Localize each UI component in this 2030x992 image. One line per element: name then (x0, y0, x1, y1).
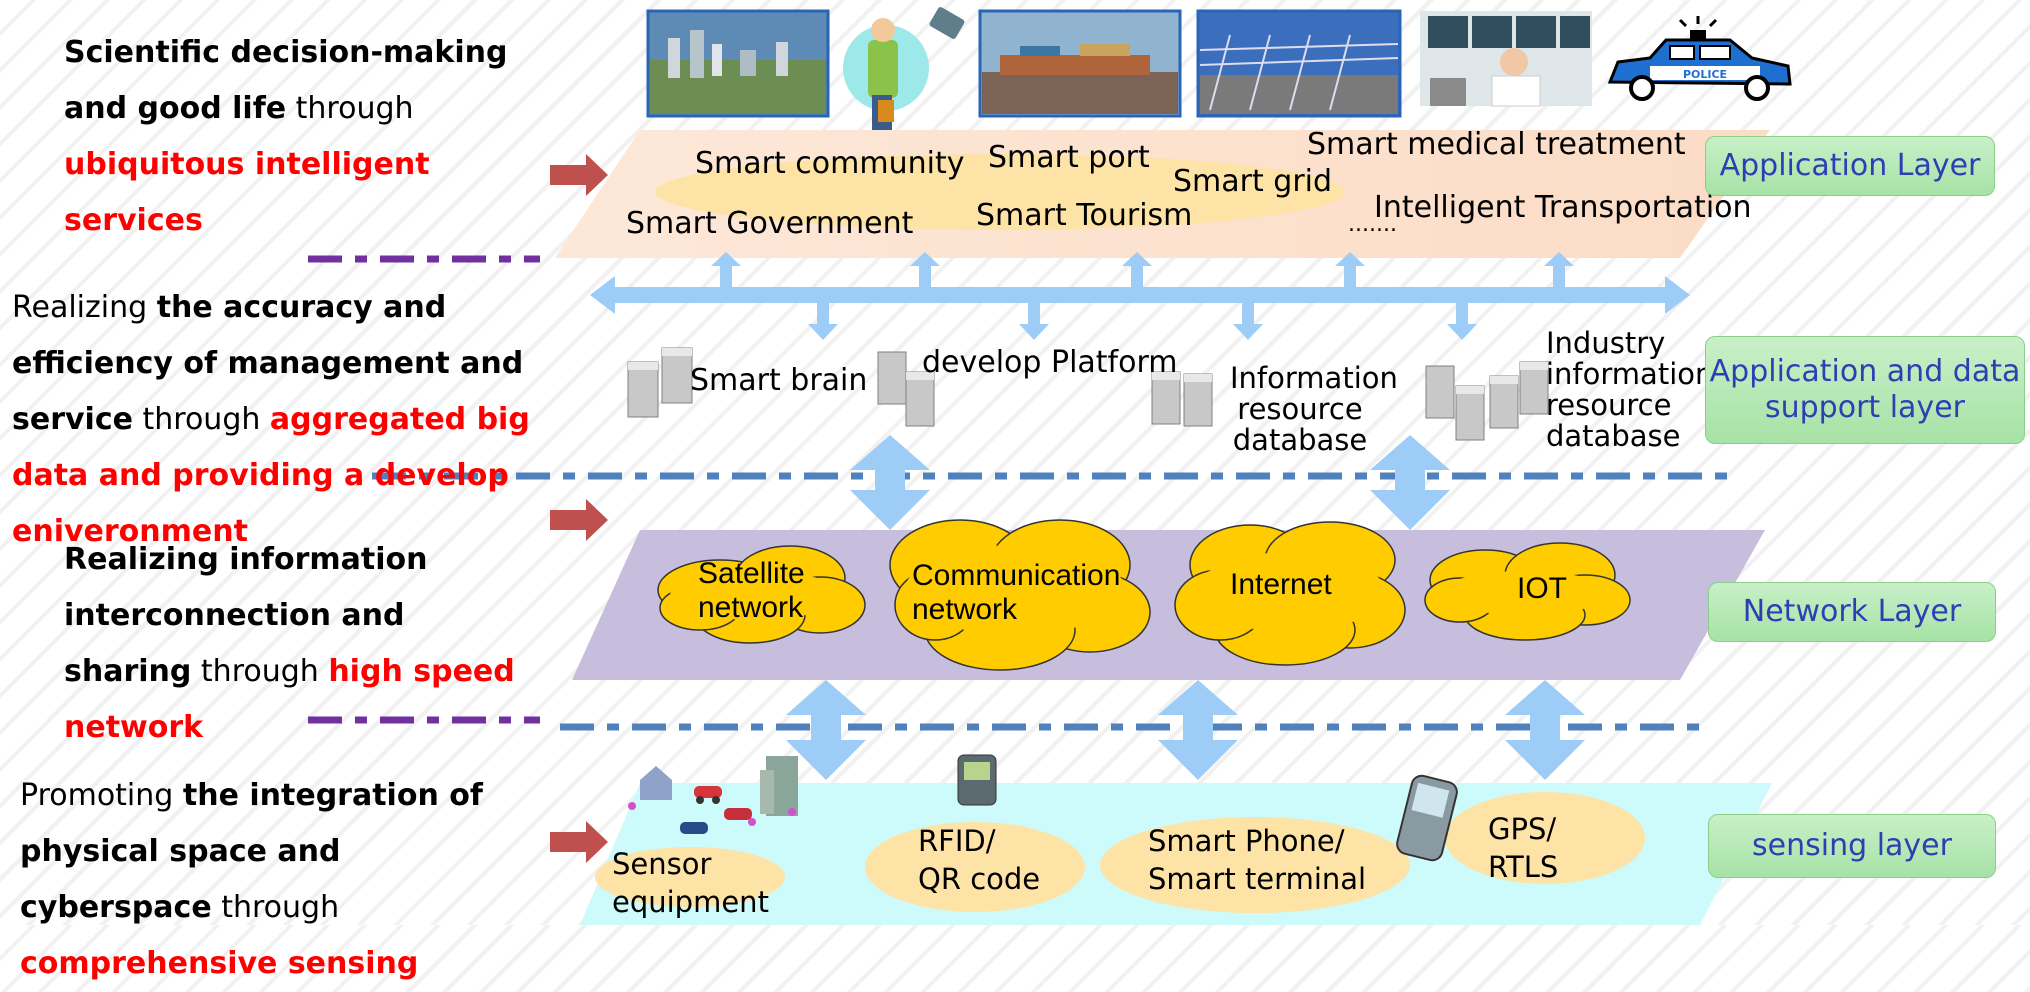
photo-city (646, 9, 830, 118)
layer-label-support-line1: Application and data (1709, 354, 2021, 389)
support-industry-db-line2: information (1546, 357, 1714, 391)
net-iot: IOT (1517, 572, 1567, 605)
desc-network-text: through (191, 654, 329, 689)
app-ellipsis: ....... (1348, 212, 1397, 237)
app-smart-community: Smart community (695, 146, 965, 181)
application-oval (655, 154, 1345, 230)
support-smart-brain: Smart brain (690, 363, 868, 398)
support-industry-db-line1: Industry (1546, 326, 1666, 360)
pointer-arrows (550, 154, 608, 863)
sense-gps-line1: GPS/ (1488, 812, 1557, 846)
net-communication-line1: Communication (912, 559, 1121, 592)
layer-label-support: Application and data support layer (1705, 336, 2025, 444)
police-car-icon: POLICE (1607, 16, 1792, 101)
rfid-oval (865, 822, 1085, 912)
layer-label-network-text: Network Layer (1742, 594, 1962, 629)
sense-sensor-line2: equipment (612, 885, 769, 919)
police-car-label: POLICE (1683, 68, 1727, 81)
sense-sensor: Sensor equipment (612, 845, 769, 921)
app-smart-medical: Smart medical treatment (1307, 127, 1686, 162)
desc-sensing-red: comprehensive sensing (20, 946, 419, 981)
app-smart-port: Smart port (988, 140, 1150, 175)
server-icon-group-1 (627, 347, 693, 418)
bus-down-arrows (808, 302, 1477, 340)
layer-label-sensing-text: sensing layer (1752, 828, 1952, 863)
sense-sensor-line1: Sensor (612, 847, 712, 881)
support-info-db-line3: database (1232, 423, 1368, 457)
photo-grid (1196, 9, 1402, 118)
support-industry-db-line4: database (1546, 419, 1681, 453)
app-smart-tourism: Smart Tourism (976, 198, 1193, 233)
sensing-ovals (595, 792, 1645, 913)
app-smart-grid: Smart grid (1173, 164, 1333, 199)
net-communication-line2: network (912, 593, 1018, 626)
server-icon-group-3 (1151, 371, 1213, 427)
desc-network: Realizing information interconnection an… (64, 532, 534, 756)
desc-sensing: Promoting the integration of physical sp… (20, 768, 530, 992)
sense-smartphone-line1: Smart Phone/ (1148, 824, 1345, 858)
layer-label-support-line2: support layer (1765, 390, 1965, 425)
net-satellite-line1: Satellite (698, 557, 805, 590)
rfid-reader-icon (957, 754, 997, 806)
net-satellite: Satellite network (698, 557, 805, 625)
desc-sensing-bold: the integration of physical space and cy… (20, 778, 483, 925)
server-icon-group-4 (1425, 361, 1549, 441)
diagram-graphics: POLICE (308, 7, 1792, 925)
pointer-arrow-sensing (550, 821, 608, 863)
photo-medical (1420, 11, 1592, 107)
layer-label-network: Network Layer (1708, 582, 1996, 642)
desc-support: Realizing the accuracy and efficiency of… (12, 280, 602, 560)
support-info-db-line1: Information (1230, 361, 1398, 395)
desc-network-bold: Realizing information interconnection an… (64, 542, 428, 689)
support-info-db: Information resource database (1230, 361, 1398, 457)
pointer-arrow-application (550, 154, 608, 196)
sense-gps: GPS/ RTLS (1488, 810, 1558, 886)
desc-application-text: through (286, 91, 414, 126)
layer-label-application: Application Layer (1705, 136, 1995, 196)
layer-label-application-text: Application Layer (1719, 148, 1981, 183)
desc-application: Scientific decision-making and good life… (64, 25, 564, 249)
photo-port (978, 9, 1182, 118)
desc-support-bold: the accuracy and efficiency of managemen… (12, 290, 524, 437)
support-develop-platform: develop Platform (922, 345, 1178, 380)
sensor-oval (595, 847, 785, 907)
iot-architecture-diagram: POLICE Scientific decision-making and go… (12, 7, 2025, 981)
application-bus-arrow (590, 252, 1690, 340)
net-communication: Communication network (912, 559, 1120, 627)
pointer-arrow-support (550, 499, 608, 541)
desc-support-lead: Realizing (12, 290, 157, 325)
mobile-phone-icon (1396, 774, 1458, 862)
sense-rfid: RFID/ QR code (918, 822, 1040, 898)
support-info-db-line2: resource (1237, 392, 1363, 426)
sense-rfid-line1: RFID/ (918, 824, 996, 858)
network-sensing-double-arrows (786, 680, 1585, 780)
desc-support-red: aggregated big data and providing a deve… (12, 402, 530, 549)
photo-phone-user (843, 7, 965, 130)
sense-smartphone: Smart Phone/ Smart terminal (1148, 822, 1366, 898)
app-smart-government: Smart Government (626, 206, 914, 241)
desc-application-red: ubiquitous intelligent services (64, 147, 430, 238)
cloud-fill-overlays (670, 545, 1610, 635)
gps-oval (1445, 792, 1645, 884)
support-industry-db-line3: resource (1546, 388, 1672, 422)
net-satellite-line2: network (698, 591, 804, 624)
sensor-devices-icon (628, 756, 798, 834)
bus-up-arrows (711, 252, 1574, 288)
smartphone-oval (1100, 817, 1410, 913)
desc-support-text: through (132, 402, 270, 437)
desc-sensing-text: through (211, 890, 340, 925)
desc-application-bold: Scientific decision-making and good life (64, 35, 508, 126)
desc-sensing-lead: Promoting (20, 778, 183, 813)
sense-rfid-line2: QR code (918, 862, 1041, 896)
server-icons (627, 347, 1549, 441)
sense-smartphone-line2: Smart terminal (1148, 862, 1367, 896)
app-intelligent-transportation: Intelligent Transportation (1374, 190, 1752, 225)
desc-network-red: high speed network (64, 654, 515, 745)
net-internet: Internet (1230, 568, 1332, 601)
layer-label-sensing: sensing layer (1708, 814, 1996, 878)
support-network-double-arrows (850, 435, 1450, 530)
server-icon-group-2 (877, 351, 935, 427)
support-industry-db: Industry information resource database (1546, 328, 1713, 452)
sense-gps-line2: RTLS (1488, 850, 1559, 884)
